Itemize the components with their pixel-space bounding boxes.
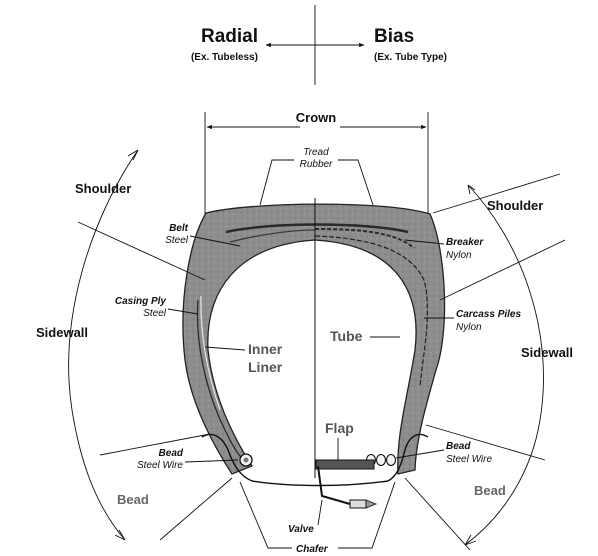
breaker-label: Breaker	[446, 237, 484, 248]
bead-wire-right-label: Bead	[446, 441, 471, 452]
inner-liner-leader	[205, 347, 245, 350]
left-outer-arc	[69, 150, 138, 540]
liner-label: Liner	[248, 359, 283, 375]
shoulder-left-label: Shoulder	[75, 181, 131, 196]
bead-left-label: Bead	[117, 492, 149, 507]
bead-wire-right-steel-label: Steel Wire	[446, 454, 492, 465]
bias-subtitle: (Ex. Tube Type)	[374, 52, 447, 63]
belt-steel-label: Steel	[165, 235, 189, 246]
flap	[316, 460, 374, 469]
carcass-nylon-label: Nylon	[456, 322, 482, 333]
bead-wire-left-label: Bead	[159, 448, 184, 459]
flap-label: Flap	[325, 420, 354, 436]
tube-label: Tube	[330, 328, 363, 344]
bias-title: Bias	[374, 26, 414, 47]
belt-label: Belt	[169, 223, 189, 234]
inner-label: Inner	[248, 341, 283, 357]
casing-steel-label: Steel	[143, 308, 167, 319]
shoulder-right-label: Shoulder	[487, 198, 543, 213]
crown-label: Crown	[296, 110, 337, 125]
breaker-nylon-label: Nylon	[446, 250, 472, 261]
sidewall-left-label: Sidewall	[36, 325, 88, 340]
valve-stem	[318, 466, 376, 508]
chafer-leader	[240, 482, 395, 548]
sidewall-right-label: Sidewall	[521, 345, 573, 360]
valve-label: Valve	[288, 524, 314, 535]
header-divider	[266, 5, 364, 85]
casing-ply-label: Casing Ply	[115, 296, 167, 307]
radial-title: Radial	[201, 26, 258, 47]
rubber-label: Rubber	[300, 159, 333, 170]
radial-subtitle: (Ex. Tubeless)	[191, 52, 258, 63]
valve-leader	[318, 500, 322, 525]
bead-right-label: Bead	[474, 483, 506, 498]
bead-wire-left-steel-label: Steel Wire	[137, 460, 183, 471]
tread-label: Tread	[303, 147, 329, 158]
chafer-label: Chafer	[296, 544, 329, 555]
carcass-piles-label: Carcass Piles	[456, 309, 521, 320]
left-bead-wire	[240, 454, 252, 466]
